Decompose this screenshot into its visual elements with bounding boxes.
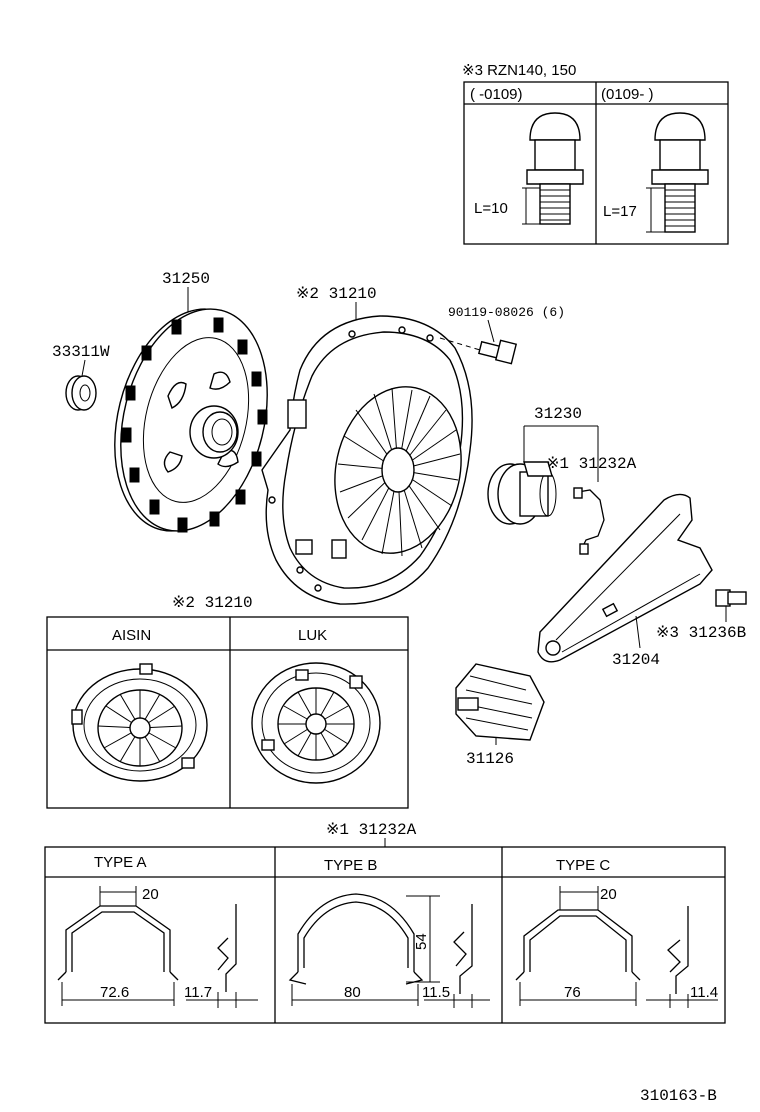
- label-31126: 31126: [466, 750, 514, 768]
- label-31210: ※2 31210: [296, 285, 377, 303]
- release-bearing-part: 31230: [487, 405, 599, 525]
- type-b-side-dim: 11.5: [422, 984, 450, 1001]
- type-a-side-dim: 11.7: [184, 984, 212, 1001]
- clutch-cover-part: ※2 31210: [261, 285, 473, 605]
- type-b-label: TYPE B: [324, 857, 377, 874]
- cover-variant-box: ※2 31210 AISIN LUK: [46, 594, 409, 809]
- type-a-top-dim: 20: [142, 886, 159, 903]
- pivot-bolt-short-icon: [522, 112, 584, 225]
- label-90119: 90119-08026 (6): [448, 305, 565, 320]
- label-31232a: ※1 31232A: [546, 455, 637, 473]
- types-box-title: ※1 31232A: [326, 821, 417, 839]
- variant-col-aisin: AISIN: [112, 627, 151, 644]
- label-33311w: 33311W: [52, 343, 110, 361]
- variant-box-title: ※2 31210: [172, 594, 253, 612]
- clutch-disc-part: 31250: [114, 270, 268, 533]
- type-a-label: TYPE A: [94, 854, 147, 871]
- variant-col-luk: LUK: [298, 627, 327, 644]
- label-31236b: ※3 31236B: [656, 624, 746, 642]
- pivot-bolt-long-icon: [646, 112, 709, 233]
- diagram-code: 310163-B: [640, 1087, 717, 1105]
- rzn-col-left: ( -0109): [470, 86, 523, 103]
- type-b-clip-icon: [288, 893, 490, 1008]
- type-a-clip-icon: [57, 886, 258, 1008]
- type-c-width-dim: 76: [564, 984, 581, 1001]
- cover-bolt-part: 90119-08026 (6): [439, 305, 565, 365]
- aisin-cover-icon: [71, 663, 208, 782]
- type-b-height-dim: 54: [413, 933, 430, 950]
- label-31204: 31204: [612, 651, 660, 669]
- variant-box-frame: [46, 616, 409, 809]
- rzn-col-right: (0109- ): [601, 86, 654, 103]
- type-c-side-dim: 11.4: [690, 984, 718, 1001]
- type-b-width-dim: 80: [344, 984, 361, 1001]
- types-box-frame: [44, 846, 726, 1024]
- rzn-variant-box: ※3 RZN140, 150 ( -0109) (0109- ) L=10: [462, 62, 729, 245]
- rzn-box-title: ※3 RZN140, 150: [462, 62, 576, 79]
- type-c-clip-icon: [515, 886, 718, 1008]
- label-31250: 31250: [162, 270, 210, 288]
- rzn-len-left: L=10: [474, 200, 508, 217]
- type-c-top-dim: 20: [600, 886, 617, 903]
- luk-cover-icon: [251, 662, 381, 784]
- release-fork-part: 31204: [537, 493, 713, 669]
- pilot-bearing-part: 33311W: [52, 343, 110, 411]
- fork-boot-part: 31126: [455, 663, 545, 768]
- type-c-label: TYPE C: [556, 857, 610, 874]
- label-31230: 31230: [534, 405, 582, 423]
- clip-types-box: ※1 31232A TYPE A TYPE B TYPE C 20 72.6: [44, 821, 726, 1024]
- rzn-len-right: L=17: [603, 203, 637, 220]
- type-a-width-dim: 72.6: [100, 984, 129, 1001]
- release-clip-part: ※1 31232A: [546, 455, 637, 555]
- fork-pivot-part: ※3 31236B: [656, 589, 747, 642]
